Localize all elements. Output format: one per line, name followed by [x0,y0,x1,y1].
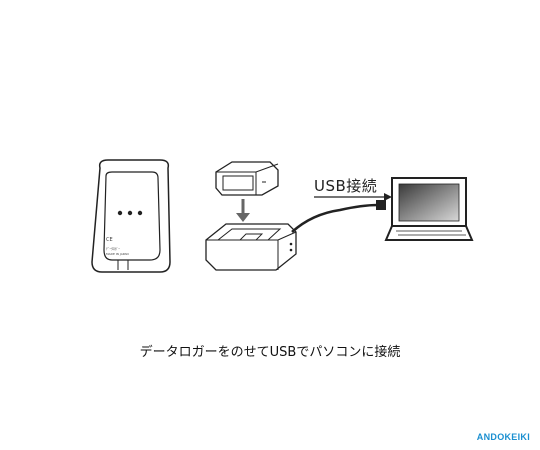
laptop-pc [384,177,474,241]
usb-connection-label: USB接続 [314,177,378,195]
sensor-dot [127,210,133,216]
model-label: ﾃﾞｰﾀﾛｶﾞｰ [106,246,120,251]
data-logger-small [215,161,279,196]
brand-logo: ANDOKEIKI [476,432,530,442]
ce-mark: CE [106,237,113,243]
usb-cradle [205,223,297,271]
sensor-dot [137,210,143,216]
data-logger-back-view: CE ﾃﾞｰﾀﾛｶﾞｰ MADE IN JAPAN [91,159,171,273]
usb-cable [291,200,386,233]
down-arrow-icon [236,199,250,222]
connection-arrow-icon [314,193,392,201]
usb-plug [376,200,386,210]
origin-label: MADE IN JAPAN [106,252,129,256]
laptop-screen [398,183,460,222]
sensor-dot [117,210,123,216]
caption: データロガーをのせてUSBでパソコンに接続 [139,345,401,360]
